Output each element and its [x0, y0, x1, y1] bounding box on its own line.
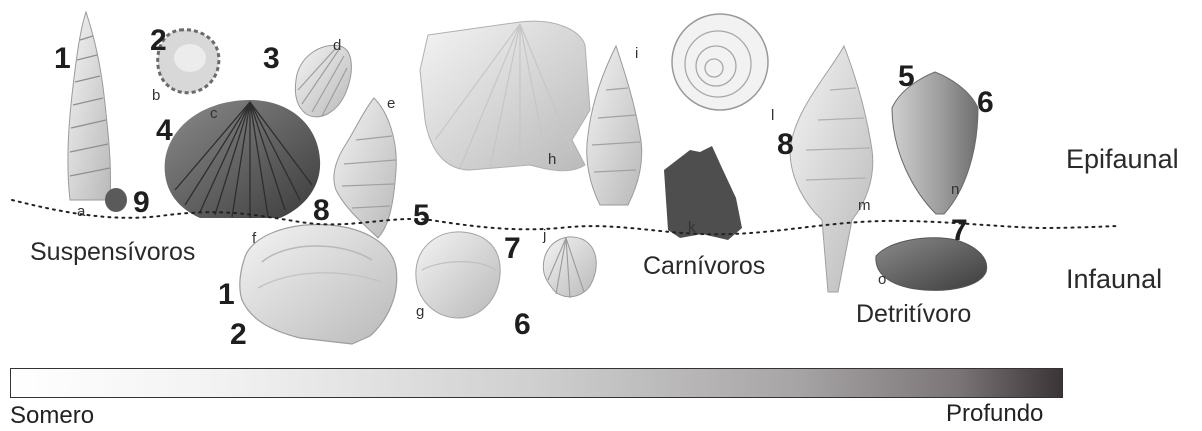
- label-letter-a: a: [77, 204, 85, 219]
- specimen-n-cone-shell: [892, 72, 978, 214]
- label-letter-o: o: [878, 272, 886, 287]
- specimen-j-small-scallop: [543, 237, 596, 298]
- label-letter-m: m: [858, 198, 871, 213]
- group-label-suspension: Suspensívoros: [30, 240, 195, 265]
- label-letter-f: f: [252, 231, 256, 246]
- specimen-b-worn-shell: [158, 30, 219, 93]
- label-number: 2: [230, 320, 247, 350]
- specimen-d-small-ribbed-shell: [295, 45, 351, 116]
- label-letter-d: d: [333, 38, 341, 53]
- label-number: 3: [263, 44, 280, 74]
- label-letter-l: l: [771, 108, 774, 123]
- zone-label-infaunal: Infaunal: [1066, 266, 1162, 293]
- depth-label-deep: Profundo: [946, 402, 1043, 426]
- zone-label-epifaunal: Epifaunal: [1066, 146, 1179, 173]
- label-number: 6: [514, 310, 531, 340]
- depth-gradient-bar: [10, 368, 1063, 398]
- depth-label-shallow: Somero: [10, 404, 94, 428]
- label-letter-k: k: [688, 220, 696, 235]
- specimen-o-detritivore-bivalve: [876, 238, 987, 291]
- label-letter-h: h: [548, 152, 556, 167]
- specimen-k-dark-fragment: [664, 146, 742, 240]
- label-number: 8: [313, 196, 330, 226]
- specimen-f-infaunal-bivalve: [240, 225, 397, 344]
- label-letter-i: i: [635, 46, 638, 61]
- label-letter-j: j: [543, 228, 546, 243]
- label-number: 5: [413, 201, 430, 231]
- specimen-small-dark-shell: [105, 188, 127, 212]
- specimen-l-coiled-shell: [672, 14, 768, 110]
- label-number: 9: [133, 188, 150, 218]
- label-letter-b: b: [152, 88, 160, 103]
- label-letter-e: e: [387, 96, 395, 111]
- specimen-m-long-spired-gastropod: [790, 46, 873, 292]
- label-letter-g: g: [416, 304, 424, 319]
- label-number: 4: [156, 116, 173, 146]
- label-number: 5: [898, 62, 915, 92]
- group-label-carnivores: Carnívoros: [643, 254, 765, 279]
- label-letter-c: c: [210, 106, 218, 121]
- label-number: 8: [777, 130, 794, 160]
- specimen-e-spiny-gastropod: [334, 98, 396, 238]
- label-number: 7: [951, 216, 968, 246]
- specimen-a-turritella: [68, 12, 111, 200]
- specimen-c-ribbed-bivalve: [165, 100, 320, 218]
- label-number: 1: [54, 44, 71, 74]
- label-number: 1: [218, 280, 235, 310]
- specimen-h-pecten: [420, 21, 590, 171]
- specimen-i-fusiform-gastropod: [587, 46, 642, 205]
- label-number: 7: [504, 234, 521, 264]
- group-label-detritivore: Detritívoro: [856, 302, 971, 327]
- label-number: 2: [150, 26, 167, 56]
- specimen-g-smooth-bivalve: [416, 232, 500, 318]
- label-letter-n: n: [951, 182, 959, 197]
- label-number: 6: [977, 88, 994, 118]
